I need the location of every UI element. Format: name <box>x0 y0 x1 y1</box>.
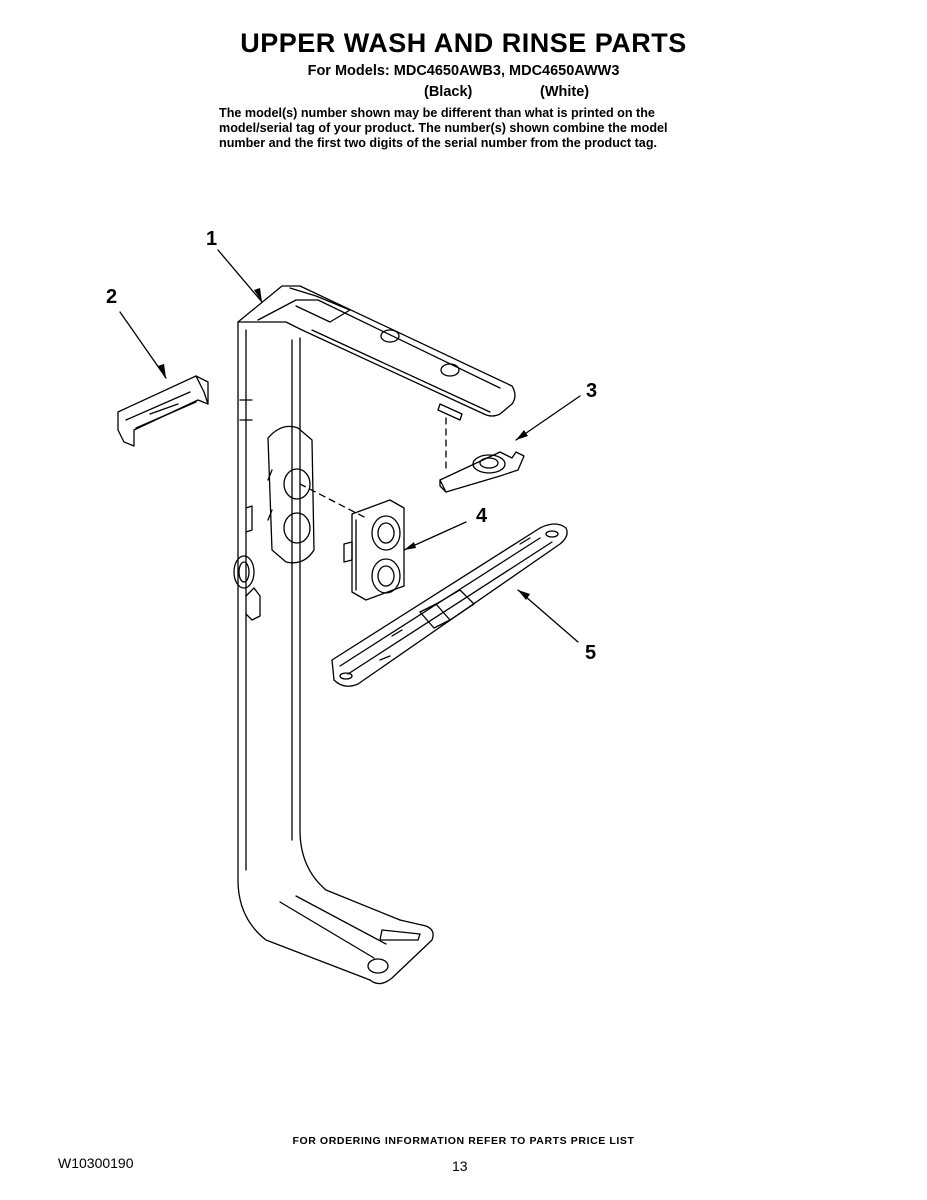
manifold-seal <box>343 499 405 601</box>
nozzle-clip <box>439 451 525 493</box>
tube-bracket <box>117 375 209 447</box>
middle-spray-arm <box>331 523 568 687</box>
leader-lines <box>119 249 581 643</box>
callout-3: 3 <box>586 380 598 402</box>
document-number: W10300190 <box>58 1155 134 1171</box>
model-number-note: The model(s) number shown may be differe… <box>219 106 668 150</box>
ordering-info: FOR ORDERING INFORMATION REFER TO PARTS … <box>292 1135 635 1147</box>
callout-5: 5 <box>585 642 597 664</box>
page-title: UPPER WASH AND RINSE PARTS <box>240 28 687 58</box>
callout-1: 1 <box>206 228 218 250</box>
assembly-guides <box>299 417 447 519</box>
upper-supply-tube <box>233 285 516 985</box>
callout-2: 2 <box>106 286 118 308</box>
model-numbers: For Models: MDC4650AWB3, MDC4650AWW3 <box>307 63 620 79</box>
color-black-label: (Black) <box>424 84 473 100</box>
color-white-label: (White) <box>540 84 590 100</box>
page-number: 13 <box>452 1158 468 1174</box>
callout-4: 4 <box>476 505 488 527</box>
parts-diagram <box>117 249 581 985</box>
